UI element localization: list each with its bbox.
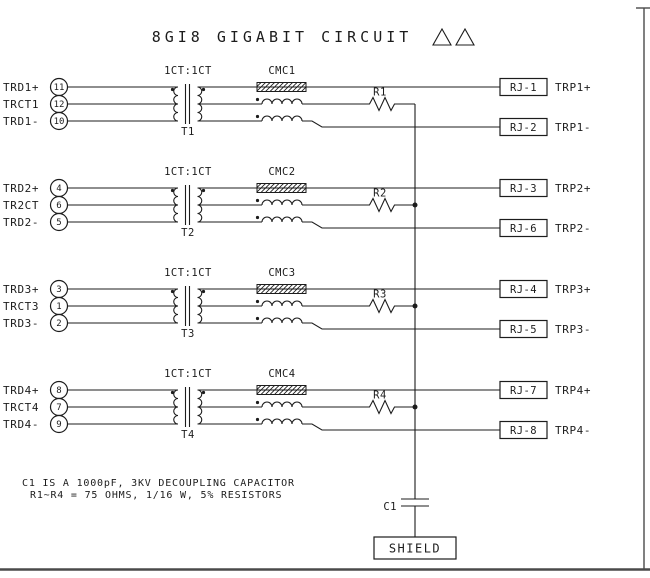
channel-4: TRD4+ TRCT4 TRD4- 8 7 9 1CT:1CT T4 CMC4 … (3, 368, 591, 441)
choke-name: CMC2 (268, 166, 295, 178)
note-line: R1~R4 = 75 OHMS, 1/16 W, 5% RESISTORS (30, 490, 282, 501)
channel-2: TRD2+ TR2CT TRD2- 4 6 5 1CT:1CT T2 CMC2 … (3, 166, 591, 239)
input-label: TRCT4 (3, 401, 39, 414)
rj-connector-label: RJ-7 (510, 385, 537, 397)
input-label: TRD3- (3, 317, 39, 330)
capacitor-name: C1 (383, 501, 397, 513)
rj-connector-label: RJ-2 (510, 122, 537, 134)
rj-connector-label: RJ-8 (510, 425, 537, 437)
channel-1: TRD1+ TRCT1 TRD1- 11 12 10 1CT:1CT T1 CM… (3, 65, 591, 138)
pin-number: 6 (56, 201, 61, 211)
channel-2-labels: TRD2+ TR2CT TRD2- 4 6 5 1CT:1CT T2 CMC2 … (3, 166, 591, 239)
note-line: C1 IS A 1000pF, 3KV DECOUPLING CAPACITOR (22, 478, 295, 489)
warning-triangle-icon (432, 27, 452, 46)
output-label: TRP4- (555, 424, 591, 437)
input-label: TRD2+ (3, 182, 39, 195)
transformer-name: T1 (181, 126, 195, 138)
junction-dot (412, 202, 418, 208)
rj-connector-label: RJ-1 (510, 82, 537, 94)
input-label: TRD1+ (3, 81, 39, 94)
shield-box (373, 536, 457, 560)
rj-connector-label: RJ-6 (510, 223, 537, 235)
pin-number: 7 (56, 403, 61, 413)
pin-number: 8 (56, 386, 61, 396)
input-label: TRD1- (3, 115, 39, 128)
channel-1-art (49, 77, 548, 137)
choke-name: CMC3 (268, 267, 295, 279)
input-label: TRD4- (3, 418, 39, 431)
choke-name: CMC4 (268, 368, 295, 380)
pin-number: 4 (56, 184, 61, 194)
transformer-name: T4 (181, 429, 195, 441)
rj-connector-label: RJ-3 (510, 183, 537, 195)
warning-triangle-icon (455, 27, 475, 46)
transformer-ratio-label: 1CT:1CT (164, 65, 212, 77)
rj-connector-label: RJ-4 (510, 284, 537, 296)
rj-connector-label: RJ-5 (510, 324, 537, 336)
transformer-ratio-label: 1CT:1CT (164, 368, 212, 380)
resistor-name: R4 (373, 390, 387, 402)
input-label: TRD3+ (3, 283, 39, 296)
output-label: TRP1- (555, 121, 591, 134)
resistor-name: R2 (373, 188, 387, 200)
pin-number: 2 (56, 319, 61, 329)
channel-4-art (49, 380, 548, 440)
output-label: TRP2- (555, 222, 591, 235)
channel-4-labels: TRD4+ TRCT4 TRD4- 8 7 9 1CT:1CT T4 CMC4 … (3, 368, 591, 441)
transformer-ratio-label: 1CT:1CT (164, 267, 212, 279)
resistor-name: R1 (373, 87, 387, 99)
channel-3-art (49, 279, 548, 339)
input-label: TRCT3 (3, 300, 39, 313)
channel-3-labels: TRD3+ TRCT3 TRD3- 3 1 2 1CT:1CT T3 CMC3 … (3, 267, 591, 340)
output-label: TRP4+ (555, 384, 591, 397)
pin-number: 12 (54, 100, 65, 110)
junction-dot (412, 404, 418, 410)
resistor-name: R3 (373, 289, 387, 301)
output-label: TRP2+ (555, 182, 591, 195)
transformer-ratio-label: 1CT:1CT (164, 166, 212, 178)
output-label: TRP1+ (555, 81, 591, 94)
capacitor-symbol (401, 498, 429, 537)
pin-number: 10 (54, 117, 65, 127)
input-label: TRD2- (3, 216, 39, 229)
page-title: 8GI8 GIGABIT CIRCUIT (152, 28, 413, 46)
choke-name: CMC1 (268, 65, 295, 77)
pin-number: 11 (54, 83, 65, 93)
input-label: TRD4+ (3, 384, 39, 397)
channel-1-labels: TRD1+ TRCT1 TRD1- 11 12 10 1CT:1CT T1 CM… (3, 65, 591, 138)
junction-dot (412, 303, 418, 309)
transformer-name: T2 (181, 227, 195, 239)
input-label: TRCT1 (3, 98, 39, 111)
channel-3: TRD3+ TRCT3 TRD3- 3 1 2 1CT:1CT T3 CMC3 … (3, 267, 591, 340)
pin-number: 1 (56, 302, 61, 312)
pin-number: 9 (56, 420, 61, 430)
output-label: TRP3- (555, 323, 591, 336)
pin-number: 3 (56, 285, 61, 295)
pin-number: 5 (56, 218, 61, 228)
shield-label: SHIELD (389, 542, 441, 556)
input-label: TR2CT (3, 199, 39, 212)
channel-2-art (49, 178, 548, 238)
transformer-name: T3 (181, 328, 195, 340)
output-label: TRP3+ (555, 283, 591, 296)
